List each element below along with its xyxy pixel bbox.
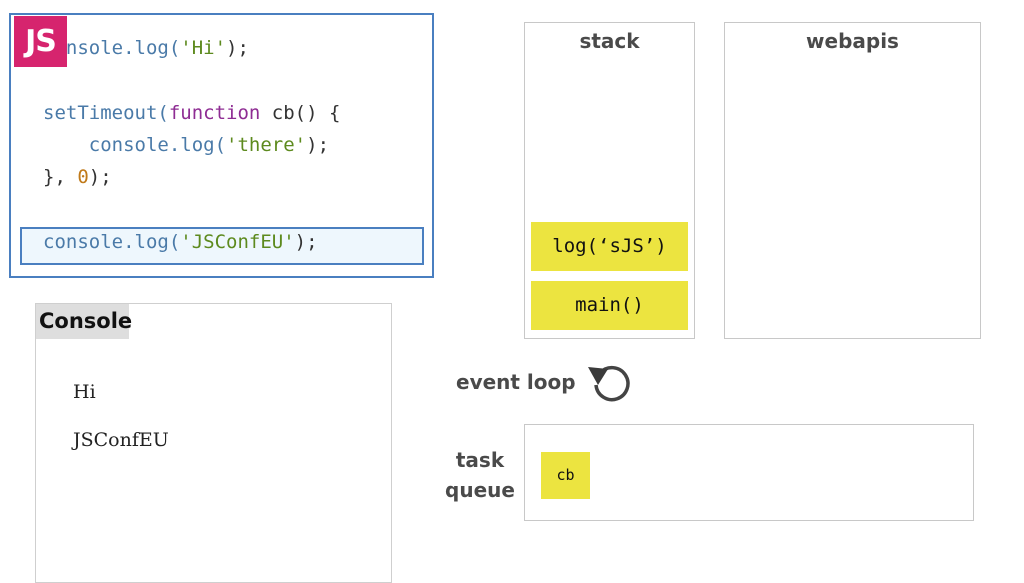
code-line-5: console.log('JSConfEU'); [43, 231, 318, 253]
code-string: 'there' [226, 134, 307, 156]
code-rest: cb() { [260, 102, 341, 124]
webapis-title: webapis [806, 29, 899, 53]
code-end: ); [294, 231, 318, 253]
code-fn: console.log( [88, 134, 227, 156]
console-title: Console [36, 304, 132, 339]
task-queue-label-line: task [455, 448, 505, 472]
console-output-line: Hi [73, 381, 96, 403]
code-line-3: console.log('there'); [43, 134, 329, 156]
stack-panel: stack log(‘sJS’) main() [524, 22, 695, 339]
code-indent [43, 134, 89, 156]
task-queue-label-line: queue [445, 478, 515, 502]
task-queue-panel: cb [524, 424, 974, 521]
code-end: ); [226, 37, 249, 59]
task-queue-label: task queue [440, 445, 520, 505]
current-line-highlight [20, 227, 424, 265]
task-queue-item: cb [541, 452, 590, 499]
stack-frame: main() [531, 281, 688, 330]
webapis-panel: webapis [724, 22, 981, 339]
code-start: }, [43, 166, 78, 188]
code-line-2: setTimeout(function cb() { [43, 102, 340, 124]
code-line-4: }, 0); [43, 166, 112, 188]
js-logo-badge: JS [14, 16, 67, 67]
code-fn: console.log( [43, 231, 181, 253]
circular-arrow-icon [588, 365, 630, 402]
code-end: ); [306, 134, 330, 156]
stack-frame: log(‘sJS’) [531, 222, 688, 271]
code-string: 'Hi' [180, 37, 227, 59]
code-line-1: console.log('Hi'); [43, 37, 249, 59]
code-keyword: function [168, 102, 261, 124]
console-output-line: JSConfEU [73, 429, 169, 451]
code-panel: console.log('Hi'); setTimeout(function c… [9, 13, 434, 278]
console-panel: Console Hi JSConfEU [35, 303, 392, 583]
code-string: 'JSConfEU' [180, 231, 295, 253]
code-fn: setTimeout( [43, 102, 169, 124]
code-end: ); [88, 166, 112, 188]
code-fn: console.log( [43, 37, 181, 59]
code-number: 0 [77, 166, 89, 188]
event-loop-label: event loop [456, 370, 576, 394]
stack-title: stack [579, 29, 640, 53]
